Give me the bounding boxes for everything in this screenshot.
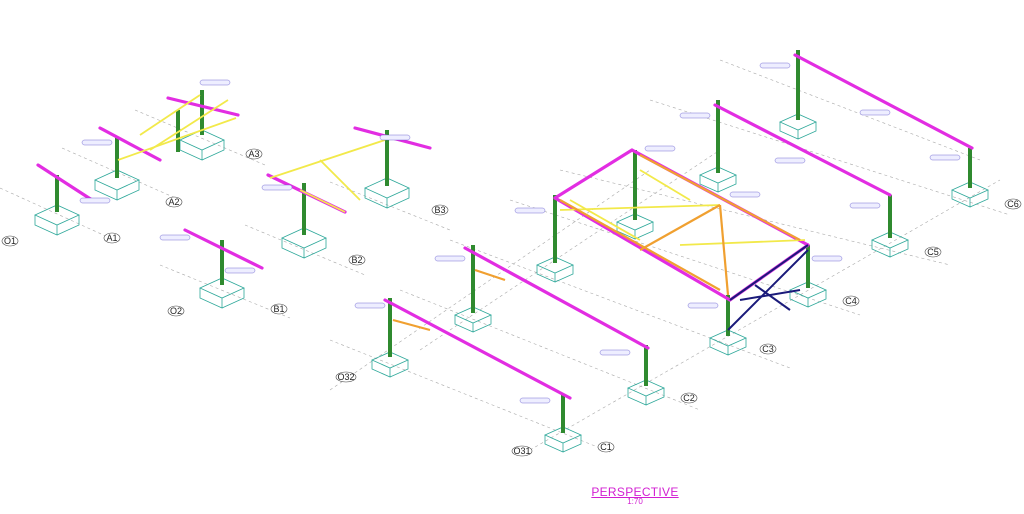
bubble-icon xyxy=(597,441,615,453)
grid-label: C2 xyxy=(683,393,695,403)
footing xyxy=(454,306,492,333)
grid-label: C4 xyxy=(845,296,857,306)
bubble-icon xyxy=(245,148,263,160)
bubble-icon xyxy=(348,254,366,266)
bubble-icon xyxy=(165,196,183,208)
view-title-block: PERSPECTIVE 1:70 xyxy=(560,485,710,506)
grid-label: C5 xyxy=(927,247,939,257)
bubble-icon xyxy=(431,204,449,216)
footing xyxy=(627,379,665,406)
footing xyxy=(536,256,574,283)
footing xyxy=(364,177,410,209)
footing xyxy=(371,351,409,378)
footing xyxy=(34,204,80,236)
bubble-icon xyxy=(842,295,860,307)
braces-orange xyxy=(392,154,801,332)
grid-label: B3 xyxy=(434,205,445,215)
grid-labels: O1 A1 A2 A3 O2 B1 B2 B3 O32 O31 C1 C2 C3… xyxy=(4,149,1019,456)
rafters xyxy=(36,53,974,400)
grid-label: C1 xyxy=(600,442,612,452)
bubble-icon xyxy=(924,246,942,258)
grid-label: O1 xyxy=(4,236,16,246)
gridlines xyxy=(0,59,1011,453)
bubble-icon xyxy=(103,232,121,244)
bubble-icon xyxy=(759,343,777,355)
footing xyxy=(199,277,245,309)
grid-label: A3 xyxy=(248,149,259,159)
footings xyxy=(34,113,989,453)
braces-navy xyxy=(727,244,809,331)
bubble-icon xyxy=(1,235,19,247)
bubble-icon xyxy=(335,371,357,383)
member-tags xyxy=(79,62,961,404)
grid-label: A1 xyxy=(106,233,117,243)
grid-label: B2 xyxy=(351,255,362,265)
bubble-icon xyxy=(680,392,698,404)
grid-label: O32 xyxy=(337,372,354,382)
footing xyxy=(544,426,582,453)
bubble-icon xyxy=(1004,198,1022,210)
view-scale: 1:70 xyxy=(627,497,643,506)
view-title: PERSPECTIVE xyxy=(591,485,679,499)
bubble-icon xyxy=(167,305,185,317)
footing xyxy=(709,329,747,356)
footing xyxy=(281,227,327,259)
footing xyxy=(699,166,737,193)
bubble-icon xyxy=(511,445,533,457)
columns xyxy=(55,50,972,433)
braces-yellow xyxy=(117,94,806,246)
grid-label: B1 xyxy=(273,304,284,314)
grid-label: C3 xyxy=(762,344,774,354)
footing xyxy=(951,181,989,208)
bubble-icon xyxy=(270,303,288,315)
footing xyxy=(779,113,817,140)
grid-label: C6 xyxy=(1007,199,1019,209)
grid-label: O31 xyxy=(513,446,530,456)
grid-label: O2 xyxy=(170,306,182,316)
footing xyxy=(871,231,909,258)
footing xyxy=(789,281,827,308)
grid-label: A2 xyxy=(168,197,179,207)
footing xyxy=(94,169,140,201)
grid-bubbles xyxy=(1,148,1022,457)
